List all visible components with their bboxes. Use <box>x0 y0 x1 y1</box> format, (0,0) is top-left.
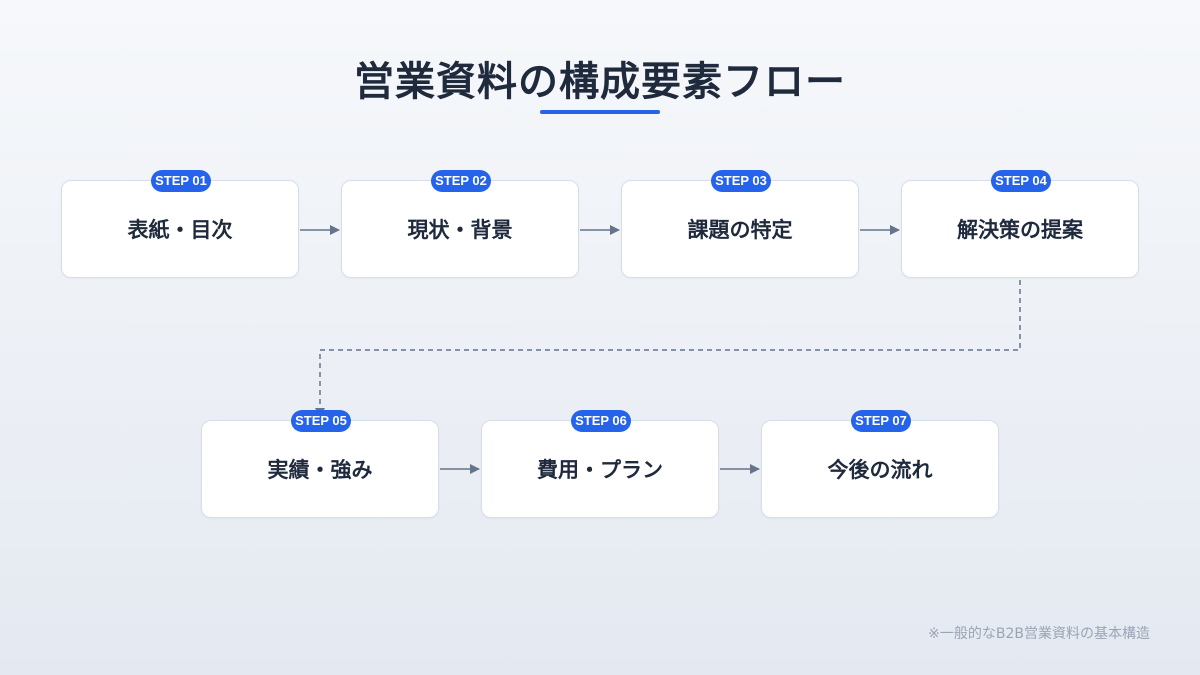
step-05-badge: STEP 05 <box>291 410 351 432</box>
step-03-badge: STEP 03 <box>711 170 771 192</box>
step-06-badge: STEP 06 <box>571 410 631 432</box>
step-03-label: 課題の特定 <box>687 218 793 242</box>
step-06-card: STEP 06 費用・プラン <box>481 410 719 518</box>
step-03-card: STEP 03 課題の特定 <box>621 170 859 278</box>
step-01-badge: STEP 01 <box>151 170 211 192</box>
step-02-card: STEP 02 現状・背景 <box>341 170 579 278</box>
footnote: ※一般的なB2B営業資料の基本構造 <box>928 626 1150 642</box>
step-07-label: 今後の流れ <box>827 458 933 482</box>
step-04-badge: STEP 04 <box>991 170 1051 192</box>
page-title: 営業資料の構成要素フロー <box>354 59 846 105</box>
step-05-card: STEP 05 実績・強み <box>201 410 439 518</box>
step-02-label: 現状・背景 <box>407 218 513 242</box>
step-02-badge: STEP 02 <box>431 170 491 192</box>
arrow-step04-step05 <box>315 280 1021 418</box>
step-04-card: STEP 04 解決策の提案 <box>901 170 1139 278</box>
title-underline <box>540 110 660 114</box>
step-01-card: STEP 01 表紙・目次 <box>61 170 299 278</box>
step-07-badge: STEP 07 <box>851 410 911 432</box>
step-01-label: 表紙・目次 <box>127 218 233 242</box>
step-05-label: 実績・強み <box>267 458 373 482</box>
step-07-card: STEP 07 今後の流れ <box>761 410 999 518</box>
step-06-label: 費用・プラン <box>537 458 663 482</box>
step-04-label: 解決策の提案 <box>957 218 1083 242</box>
